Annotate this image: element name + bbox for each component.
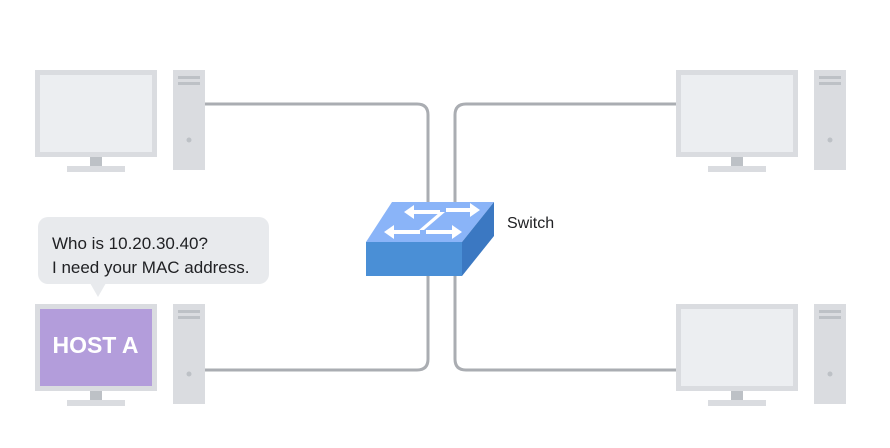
bottom-right-host: [676, 304, 846, 406]
top-right-host: [676, 70, 846, 172]
monitor: [676, 304, 798, 406]
speech-bubble: Who is 10.20.30.40? I need your MAC addr…: [38, 217, 269, 284]
switch-arrows-icon: [384, 203, 480, 239]
computer-tower: [814, 70, 846, 170]
speech-bubble-tail: [90, 283, 106, 297]
switch-side: [462, 202, 494, 276]
cable-top-right: [453, 102, 678, 207]
switch-front: [366, 242, 462, 276]
computer-tower: [814, 304, 846, 404]
host-a: [35, 304, 205, 406]
switch-label: Switch: [507, 215, 555, 232]
computer-tower: [173, 70, 205, 170]
host-a-label: HOST A: [52, 332, 139, 358]
monitor: [676, 70, 798, 172]
monitor: [35, 304, 157, 406]
cable-top-left: [203, 102, 430, 217]
top-left-host: [35, 70, 205, 172]
network-switch-icon: [366, 202, 494, 276]
speech-bubble-line-2: I need your MAC address.: [52, 258, 250, 277]
cable-bottom-right: [453, 268, 678, 372]
monitor: [35, 70, 157, 172]
speech-bubble-line-1: Who is 10.20.30.40?: [52, 234, 208, 253]
cable-bottom-left: [203, 258, 430, 372]
cables: [203, 102, 678, 372]
computer-tower: [173, 304, 205, 404]
